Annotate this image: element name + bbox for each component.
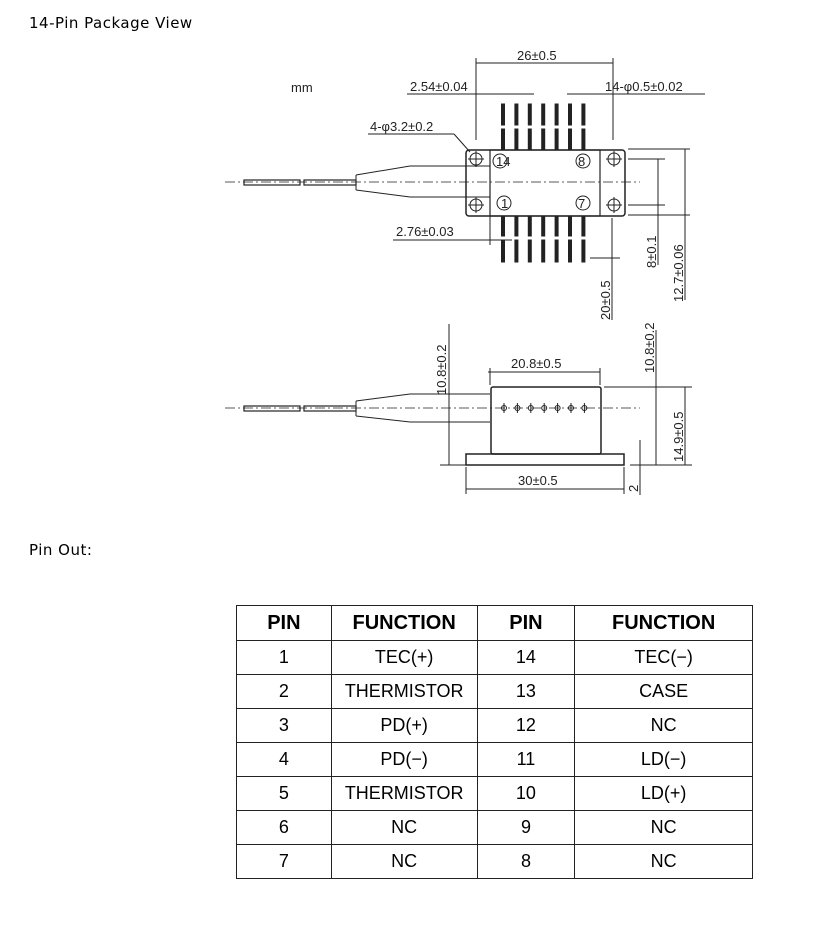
pin-cell: 6 <box>236 810 332 845</box>
table-header-row: PIN FUNCTION PIN FUNCTION <box>236 605 753 641</box>
pin-label-7: 7 <box>578 196 585 211</box>
dim-body-height: 10.8±0.2 <box>642 322 657 373</box>
pin <box>527 215 532 237</box>
function-cell: TEC(+) <box>330 640 478 675</box>
function-cell: PD(+) <box>330 708 478 743</box>
dim-pin-length: 20±0.5 <box>598 280 613 320</box>
pin-cell: 12 <box>476 708 576 743</box>
dim-hole-spacing: 8±0.1 <box>644 236 659 268</box>
dim-base-thickness: 2 <box>626 485 641 492</box>
pin <box>501 215 505 237</box>
section-heading-pin-out: Pin Out: <box>29 541 93 559</box>
pin <box>501 128 505 150</box>
pin <box>527 239 532 263</box>
function-cell: NC <box>330 844 478 879</box>
pin <box>554 128 559 150</box>
pin-cell: 14 <box>476 640 576 675</box>
dim-body-width: 12.7±0.06 <box>671 244 686 302</box>
pin <box>514 239 519 263</box>
dim-width-pins: 26±0.5 <box>517 48 557 63</box>
function-cell: PD(−) <box>330 742 478 777</box>
header-function: FUNCTION <box>574 605 753 641</box>
pin <box>568 239 572 263</box>
pin-cell: 11 <box>476 742 576 777</box>
pin-cell: 13 <box>476 674 576 709</box>
unit-label: mm <box>291 80 313 95</box>
function-cell: THERMISTOR <box>330 674 478 709</box>
dim-hole: 4-φ3.2±0.2 <box>370 119 433 134</box>
section-heading-package-view: 14-Pin Package View <box>29 14 193 32</box>
pin-cell: 9 <box>476 810 576 845</box>
pin <box>581 103 586 126</box>
package-drawing: mm 14 8 1 7 26±0.5 2.54±0.04 14-φ0.5±0.0… <box>225 48 705 495</box>
pin <box>568 215 572 237</box>
pin <box>581 239 586 263</box>
pin <box>527 128 532 150</box>
pin-cell: 8 <box>476 844 576 879</box>
function-cell: NC <box>574 708 753 743</box>
pin <box>514 103 519 126</box>
pin-cell: 5 <box>236 776 332 811</box>
pin-label-14: 14 <box>496 154 510 169</box>
pin-cell: 10 <box>476 776 576 811</box>
pin <box>514 215 519 237</box>
pin <box>581 215 586 237</box>
pin-cell: 3 <box>236 708 332 743</box>
pin <box>554 103 559 126</box>
top-view: 14 8 1 7 26±0.5 2.54±0.04 14-φ0.5±0.02 4… <box>225 48 705 320</box>
pin-label-8: 8 <box>578 154 585 169</box>
pin <box>581 128 586 150</box>
pin <box>568 103 572 126</box>
pin <box>541 239 546 263</box>
dim-pin-pitch: 2.54±0.04 <box>410 79 468 94</box>
pin-cell: 2 <box>236 674 332 709</box>
function-cell: LD(+) <box>574 776 753 811</box>
header-function: FUNCTION <box>330 605 478 641</box>
dim-body-length: 20.8±0.5 <box>511 356 562 371</box>
pin-cell: 1 <box>236 640 332 675</box>
header-pin: PIN <box>236 605 332 641</box>
pin <box>514 128 519 150</box>
pin <box>541 128 546 150</box>
function-cell: NC <box>330 810 478 845</box>
pin-label-1: 1 <box>501 196 508 211</box>
pin <box>527 103 532 126</box>
function-cell: TEC(−) <box>574 640 753 675</box>
function-cell: NC <box>574 844 753 879</box>
function-cell: NC <box>574 810 753 845</box>
dim-pin-diameter: 14-φ0.5±0.02 <box>605 79 683 94</box>
pin <box>501 239 505 263</box>
function-cell: LD(−) <box>574 742 753 777</box>
pin <box>554 215 559 237</box>
pin-cell: 7 <box>236 844 332 879</box>
pin <box>541 103 546 126</box>
pin <box>501 103 505 126</box>
pin-cell: 4 <box>236 742 332 777</box>
pin <box>568 128 572 150</box>
header-pin: PIN <box>476 605 576 641</box>
pin <box>541 215 546 237</box>
dim-total-height: 14.9±0.5 <box>671 411 686 462</box>
side-view: 20.8±0.5 10.8±0.2 10.8±0.2 14.9±0.5 30±0… <box>225 322 692 495</box>
dim-pin-offset: 2.76±0.03 <box>396 224 454 239</box>
function-cell: THERMISTOR <box>330 776 478 811</box>
dim-fiber-height: 10.8±0.2 <box>434 344 449 395</box>
dim-base-length: 30±0.5 <box>518 473 558 488</box>
function-cell: CASE <box>574 674 753 709</box>
pin <box>554 239 559 263</box>
